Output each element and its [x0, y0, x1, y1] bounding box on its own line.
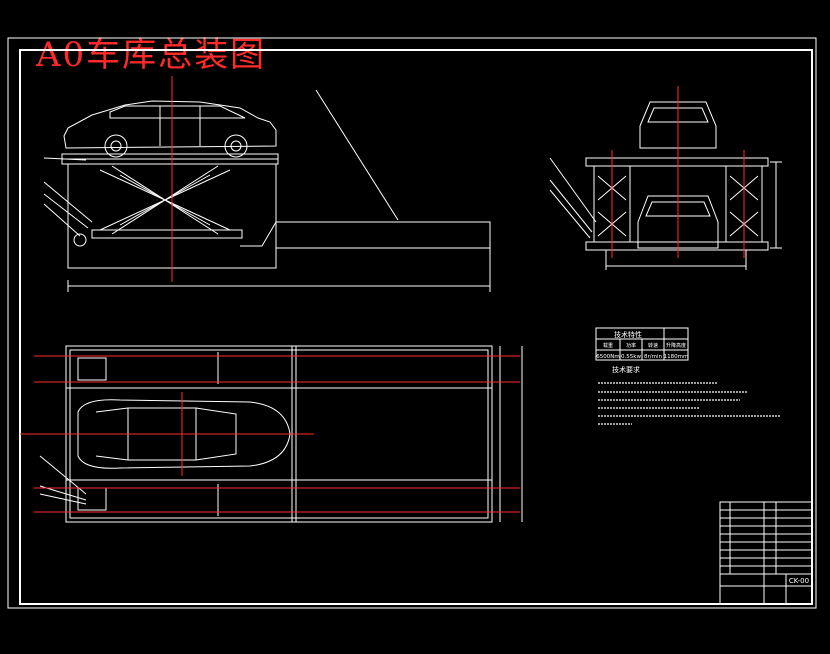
tech-spec-table — [595, 327, 689, 361]
leader-line — [43, 193, 89, 229]
inner-border — [19, 49, 813, 605]
title-block — [719, 501, 813, 605]
car-side-body — [63, 100, 277, 149]
car-wheel-front — [104, 134, 128, 158]
tech-col-label: 功率 — [626, 342, 636, 349]
upper-car-windshield — [647, 107, 709, 123]
car-top-windshield — [95, 407, 129, 461]
upper-car-front — [639, 101, 717, 149]
leader-line — [39, 493, 87, 505]
scissor-base — [91, 229, 243, 239]
upper-platform — [585, 157, 769, 167]
motor-unit — [73, 233, 87, 247]
drawing-title: A0车库总装图 — [36, 35, 267, 75]
leader-line — [549, 157, 597, 223]
front-view — [43, 89, 491, 292]
drive-unit-top — [77, 357, 107, 381]
leader-line — [43, 157, 87, 161]
leader-line — [43, 181, 93, 223]
base-frame — [585, 241, 769, 251]
tech-value: 1180mm — [664, 354, 689, 360]
tech-value: 8r/min — [644, 354, 662, 360]
side-view — [549, 101, 782, 270]
tech-col-label: 转速 — [648, 342, 658, 349]
leader-line — [549, 189, 591, 239]
tech-col-label: 升降高度 — [666, 342, 686, 349]
outer-border — [7, 37, 817, 609]
leader-line — [315, 89, 399, 221]
scissor-arms-inner — [119, 174, 211, 226]
top-view-centerlines — [20, 355, 520, 513]
tech-value: 6500Nm — [596, 354, 619, 360]
requirements-heading: 技术要求 — [612, 365, 640, 374]
ramp — [240, 221, 491, 249]
title-block-frame — [719, 501, 813, 605]
tech-value: 0.55kw — [621, 354, 641, 360]
car-hub — [110, 140, 122, 152]
tech-table-heading: 技术特性 — [614, 330, 642, 339]
lower-car-windshield — [645, 201, 711, 217]
leader-line — [549, 179, 593, 233]
leader-line — [43, 203, 81, 237]
lower-car-front — [637, 195, 719, 249]
car-wheel-rear — [224, 134, 248, 158]
requirements-text-lines — [598, 382, 780, 425]
car-hub — [230, 140, 242, 152]
car-side-windows — [109, 105, 246, 119]
tech-col-label: 载重 — [603, 342, 613, 349]
drawing-code: CK-00 — [789, 577, 809, 585]
